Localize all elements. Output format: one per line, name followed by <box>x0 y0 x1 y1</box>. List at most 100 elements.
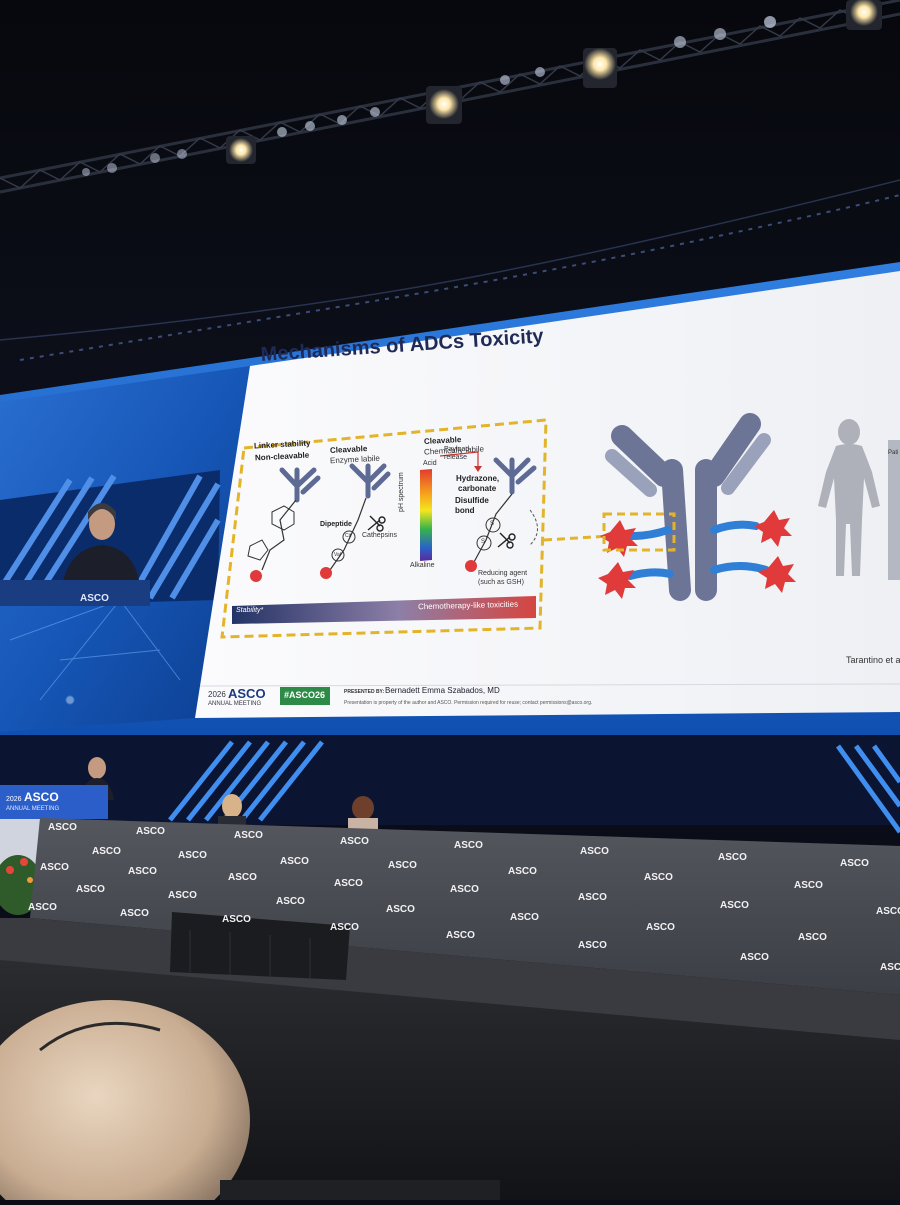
meeting-brand-logo: ASCO <box>228 686 266 701</box>
linker-chain-2 <box>329 497 367 571</box>
backdrop-asco-logo: ASCO <box>578 892 607 903</box>
side-panel-partial <box>888 440 900 580</box>
stability-label: Stability* <box>236 607 264 614</box>
truss-light-line <box>19 194 900 361</box>
presenter-name: Bernadett Emma Szabados, MD <box>385 686 500 695</box>
cathepsins-label: Cathepsins <box>362 532 398 539</box>
seat-back <box>220 1180 500 1200</box>
presenter-video-inset <box>0 470 221 606</box>
backdrop-asco-logo: ASCO <box>386 904 415 915</box>
human-silhouette <box>818 419 880 576</box>
scissors-icon <box>367 515 386 532</box>
linker-chain-3 <box>473 493 513 563</box>
linker-box <box>220 418 548 639</box>
backdrop-asco-logo: ASCO <box>92 846 121 857</box>
side-panel-label: Pati <box>888 450 899 456</box>
s-circle-1 <box>485 517 501 533</box>
backdrop-asco-logo: ASCO <box>28 902 57 913</box>
meeting-year: 2026 <box>208 690 226 699</box>
payload-star-small-2 <box>320 567 332 579</box>
stage-striped-panel-left <box>168 740 324 822</box>
ph-spectrum-label: pH spectrum <box>398 472 405 512</box>
backdrop-asco-logo: ASCO <box>840 858 869 869</box>
podium-year: 2026 <box>6 796 22 803</box>
backdrop-asco-logo: ASCO <box>740 952 769 963</box>
backdrop-asco-logo: ASCO <box>228 872 257 883</box>
podium <box>0 785 108 819</box>
backdrop-asco-logo: ASCO <box>718 852 747 863</box>
payload-release-label: Payload release <box>444 446 470 461</box>
panel-table-backdrop <box>30 818 900 995</box>
meeting-sub: ANNUAL MEETING <box>208 701 262 707</box>
antibody-small-1 <box>279 467 321 503</box>
backdrop-asco-logo: ASCO <box>120 908 149 919</box>
backdrop-asco-logo: ASCO <box>128 866 157 877</box>
payload-star-small-3 <box>465 560 477 572</box>
audience-head <box>0 1000 250 1205</box>
s-label-1: S <box>490 521 495 527</box>
s-circle-2 <box>476 535 492 551</box>
arrow-head <box>474 466 482 472</box>
backdrop-asco-logo: ASCO <box>876 906 900 917</box>
backdrop-asco-logo: ASCO <box>340 836 369 847</box>
citation: Tarantino et a <box>846 655 900 665</box>
backdrop-asco-logo: ASCO <box>388 860 417 871</box>
stage-striped-panel-right <box>835 744 900 834</box>
ph-spectrum-bar <box>420 469 432 561</box>
disclaimer: Presentation is property of the author a… <box>344 700 593 706</box>
bond-label: bond <box>455 506 475 515</box>
hashtag-badge <box>280 687 330 705</box>
backdrop-asco-logo: ASCO <box>280 856 309 867</box>
floor-speaker <box>170 912 350 980</box>
linker-large <box>626 520 770 580</box>
stability-bar <box>232 596 536 624</box>
backdrop-asco-logo: ASCO <box>720 900 749 911</box>
left-panel-network <box>9 597 181 705</box>
payload-star-small-1 <box>250 570 262 582</box>
backdrop-asco-logo: ASCO <box>794 880 823 891</box>
backdrop-asco-logo: ASCO <box>508 866 537 877</box>
ring-2 <box>247 539 269 561</box>
linker-chain-1 <box>261 499 297 571</box>
connector-line <box>543 534 611 542</box>
backdrop-asco-logo: ASCO <box>234 830 263 841</box>
backdrop-asco-logo: ASCO <box>276 896 305 907</box>
s-label-2: S <box>481 539 486 545</box>
backdrop-asco-logo: ASCO <box>644 872 673 883</box>
reducing-agent-label: Reducing agent <box>478 570 528 577</box>
carbonate-label: carbonate <box>458 484 497 493</box>
backdrop-asco-logo: ASCO <box>450 884 479 895</box>
podium-brand-logo: ASCO <box>24 790 59 804</box>
podium-sub: ANNUAL MEETING <box>6 806 60 812</box>
backdrop-asco-logo: ASCO <box>330 922 359 933</box>
disulfide-label: Disulfide <box>455 496 489 505</box>
reducing-arrow <box>529 509 538 546</box>
backdrop-asco-logo: ASCO <box>48 822 77 833</box>
payload-star-large <box>598 510 796 599</box>
backdrop-asco-logo: ASCO <box>40 862 69 873</box>
slide-footer-rule <box>199 683 900 687</box>
stage-lights <box>82 0 882 176</box>
ring-1 <box>271 505 295 531</box>
backdrop-asco-logo: ASCO <box>178 850 207 861</box>
cit-circle <box>342 530 356 544</box>
backdrop-asco-logo: ASCO <box>646 922 675 933</box>
backdrop-asco-logo: ASCO <box>578 940 607 951</box>
such-as-gsh-label: (such as GSH) <box>478 579 524 586</box>
cit-label: Cit <box>345 533 352 539</box>
acid-label: Acid <box>423 460 437 467</box>
backdrop-asco-logo: ASCO <box>222 914 251 925</box>
backdrop-asco-logo: ASCO <box>446 930 475 941</box>
alkaline-label: Alkaline <box>410 562 435 569</box>
antibody-small-2 <box>349 463 391 499</box>
val-label: Val <box>334 552 341 558</box>
presented-by-label: PRESENTED BY: <box>344 689 385 695</box>
antibody-large <box>605 413 771 601</box>
backdrop-asco-logo: ASCO <box>136 826 165 837</box>
backdrop-asco-logo: ASCO <box>334 878 363 889</box>
backdrop-asco-logo: ASCO <box>580 846 609 857</box>
backdrop-asco-logo: ASCO <box>798 932 827 943</box>
backdrop-asco-logo: ASCO <box>454 840 483 851</box>
backdrop-asco-logo: ASCO <box>76 884 105 895</box>
